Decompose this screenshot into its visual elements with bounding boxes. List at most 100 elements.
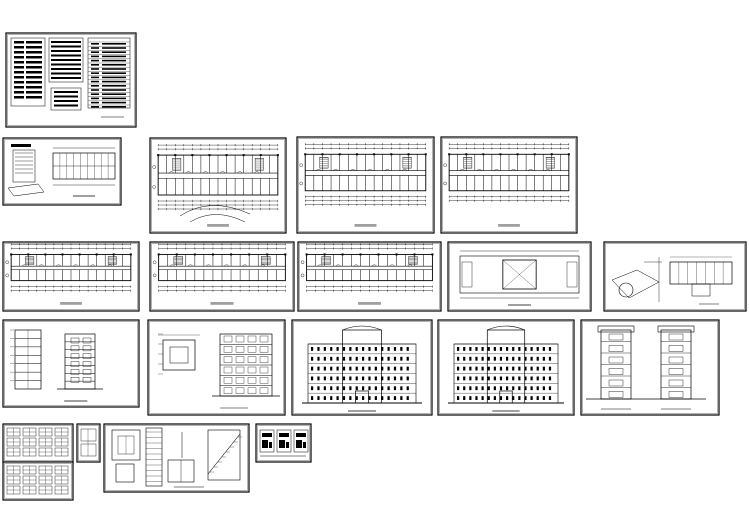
sheet-elevation-front[interactable] xyxy=(291,319,433,416)
mark xyxy=(457,376,460,381)
mark xyxy=(102,97,126,100)
mark xyxy=(524,347,527,351)
sheet-inner-border xyxy=(4,463,72,499)
sheet-section-a[interactable] xyxy=(2,319,140,408)
grid-bubble xyxy=(152,165,156,169)
mark xyxy=(368,347,371,351)
shape xyxy=(499,390,513,404)
shape xyxy=(668,356,684,364)
sheet-roof-plan-b[interactable] xyxy=(603,241,747,312)
mark xyxy=(330,376,333,381)
sheet-section-b[interactable] xyxy=(147,319,286,416)
sheet-inner-border xyxy=(442,138,576,232)
mark xyxy=(406,366,409,371)
shape xyxy=(259,346,269,353)
shape xyxy=(247,377,257,384)
sheet-frame xyxy=(603,241,747,312)
grid-bubble xyxy=(443,181,447,186)
sheet-plan-3[interactable] xyxy=(440,136,578,234)
mark xyxy=(368,396,371,400)
mark xyxy=(355,396,358,400)
mark xyxy=(567,153,570,156)
shape xyxy=(608,379,624,387)
mark xyxy=(91,85,99,87)
mark xyxy=(393,366,397,371)
door-swing xyxy=(315,168,321,171)
mark xyxy=(493,366,496,371)
door-swing xyxy=(332,168,339,171)
mark xyxy=(469,356,472,361)
mark xyxy=(469,376,472,381)
mark xyxy=(14,96,24,99)
sheet-window-schedule-a[interactable] xyxy=(2,423,74,463)
mark xyxy=(387,347,390,351)
sheet-window-schedule-b[interactable] xyxy=(2,461,74,501)
mark xyxy=(14,86,24,89)
mark xyxy=(506,376,509,381)
sheet-node-details[interactable] xyxy=(255,423,312,463)
sheet-stair-details[interactable] xyxy=(103,423,250,493)
mark xyxy=(381,366,384,371)
sheet-design-notes[interactable] xyxy=(5,32,137,128)
mark xyxy=(499,396,503,400)
shape xyxy=(608,391,624,398)
sheet-elevation-sides[interactable] xyxy=(580,319,720,416)
mark xyxy=(317,396,320,400)
sheet-roof-plan-a[interactable] xyxy=(447,241,592,312)
mark xyxy=(44,253,47,256)
door-swing xyxy=(219,171,226,174)
mark xyxy=(323,396,326,400)
sheet-elevation-rear[interactable] xyxy=(437,319,575,416)
shape xyxy=(115,463,135,483)
mark xyxy=(91,68,99,70)
grid-bubble xyxy=(443,163,447,167)
sheet-plan-6[interactable] xyxy=(297,241,442,312)
mark xyxy=(157,154,160,157)
mark xyxy=(374,376,377,381)
grid-bubble xyxy=(300,273,305,278)
shape xyxy=(254,158,264,171)
mark xyxy=(14,56,24,59)
shape xyxy=(235,387,245,394)
shape xyxy=(247,366,257,374)
mark xyxy=(530,376,533,381)
mark xyxy=(14,46,24,49)
sheet-plan-4[interactable] xyxy=(2,241,140,312)
mark xyxy=(91,72,99,74)
mark xyxy=(51,63,81,66)
line xyxy=(502,259,537,290)
sheet-plan-5[interactable] xyxy=(149,241,295,312)
shape xyxy=(223,387,233,394)
mark xyxy=(542,376,545,381)
mark xyxy=(381,356,384,361)
mark xyxy=(349,347,352,351)
mark xyxy=(317,366,320,371)
mark xyxy=(317,356,320,361)
sheet-inner-border xyxy=(605,243,745,310)
mark xyxy=(493,386,496,391)
mark xyxy=(355,376,358,381)
sheet-plan-2[interactable] xyxy=(296,136,435,234)
mark xyxy=(530,396,533,400)
sheet-inner-border xyxy=(439,321,573,414)
mark xyxy=(355,356,358,361)
mark xyxy=(487,366,490,371)
mark xyxy=(463,356,466,361)
mark xyxy=(524,396,527,400)
mark xyxy=(377,253,380,256)
mark xyxy=(387,356,390,361)
mark xyxy=(457,386,460,391)
mark xyxy=(342,356,346,361)
sheet-detail-small[interactable] xyxy=(76,423,101,463)
sheet-site-plan[interactable] xyxy=(2,137,122,206)
mark xyxy=(11,144,31,147)
shape xyxy=(87,37,131,109)
sheet-plan-ground-floor[interactable] xyxy=(149,137,287,234)
mark xyxy=(102,55,126,58)
grid-bubble xyxy=(152,273,157,278)
mark xyxy=(512,347,515,351)
shape xyxy=(25,256,35,265)
mark xyxy=(14,66,24,69)
mark xyxy=(336,366,339,371)
mark xyxy=(463,347,466,351)
